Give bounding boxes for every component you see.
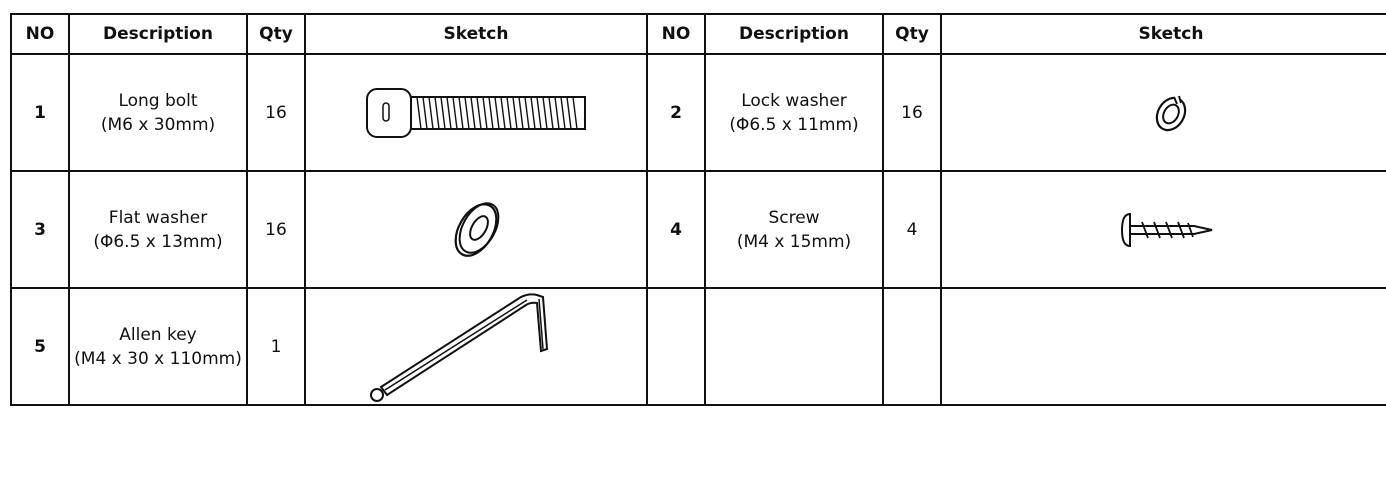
empty-cell: [704, 287, 884, 406]
flat-washer-icon: [454, 201, 500, 257]
part-size: (Φ6.5 x 13mm): [93, 231, 223, 252]
part-sketch: [304, 53, 648, 172]
part-sketch: [304, 170, 648, 289]
part-description: Screw (M4 x 15mm): [704, 170, 884, 289]
header-row: NO Description Qty Sketch NO Description…: [10, 13, 1386, 55]
header-qty-2: Qty: [882, 13, 942, 55]
part-qty: 16: [882, 53, 942, 172]
part-sketch: [940, 53, 1386, 172]
header-qty: Qty: [246, 13, 306, 55]
part-sketch: [304, 287, 648, 406]
part-name: Lock washer: [741, 90, 847, 111]
part-size: (Φ6.5 x 11mm): [729, 114, 859, 135]
part-size: (M6 x 30mm): [100, 114, 216, 135]
part-name: Flat washer: [108, 207, 208, 228]
header-no: NO: [10, 13, 70, 55]
part-size: (M4 x 15mm): [736, 231, 852, 252]
empty-cell: [882, 287, 942, 406]
part-qty: 16: [246, 53, 306, 172]
part-qty: 16: [246, 170, 306, 289]
part-description: Long bolt (M6 x 30mm): [68, 53, 248, 172]
header-no-2: NO: [646, 13, 706, 55]
part-qty: 4: [882, 170, 942, 289]
part-name: Long bolt: [118, 90, 198, 111]
screw-icon: [1120, 212, 1213, 247]
part-description: Flat washer (Φ6.5 x 13mm): [68, 170, 248, 289]
part-name: Allen key: [119, 324, 197, 345]
part-description: Allen key (M4 x 30 x 110mm): [68, 287, 248, 406]
part-size: (M4 x 30 x 110mm): [74, 348, 242, 369]
table-row: 5 Allen key (M4 x 30 x 110mm) 1: [10, 287, 1386, 406]
parts-table: NO Description Qty Sketch NO Description…: [10, 13, 1386, 406]
table-row: 3 Flat washer (Φ6.5 x 13mm) 16 4 Screw (…: [10, 170, 1386, 289]
part-no: 3: [10, 170, 70, 289]
header-description: Description: [68, 13, 248, 55]
empty-cell: [646, 287, 706, 406]
long-bolt-icon: [366, 87, 586, 138]
allen-key-icon: [370, 293, 549, 402]
part-no: 4: [646, 170, 706, 289]
part-name: Screw: [768, 207, 820, 228]
header-description-2: Description: [704, 13, 884, 55]
part-qty: 1: [246, 287, 306, 406]
part-sketch: [940, 170, 1386, 289]
part-no: 5: [10, 287, 70, 406]
part-no: 1: [10, 53, 70, 172]
header-sketch: Sketch: [304, 13, 648, 55]
lock-washer-icon: [1155, 94, 1187, 131]
header-sketch-2: Sketch: [940, 13, 1386, 55]
table-row: 1 Long bolt (M6 x 30mm) 16 2 Lock washer: [10, 53, 1386, 172]
part-description: Lock washer (Φ6.5 x 11mm): [704, 53, 884, 172]
part-no: 2: [646, 53, 706, 172]
empty-cell: [940, 287, 1386, 406]
